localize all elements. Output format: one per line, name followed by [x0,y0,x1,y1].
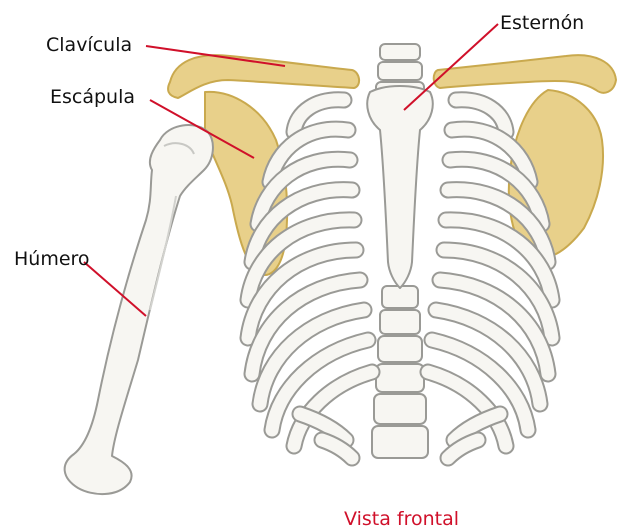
label-esternon: Esternón [500,14,584,33]
sternum [367,86,433,288]
label-clavicula: Clavícula [46,36,132,55]
label-humero: Húmero [14,250,90,269]
label-escapula: Escápula [50,88,135,107]
left-clavicle [168,55,359,98]
right-clavicle [434,55,616,93]
view-caption: Vista frontal [344,510,459,529]
